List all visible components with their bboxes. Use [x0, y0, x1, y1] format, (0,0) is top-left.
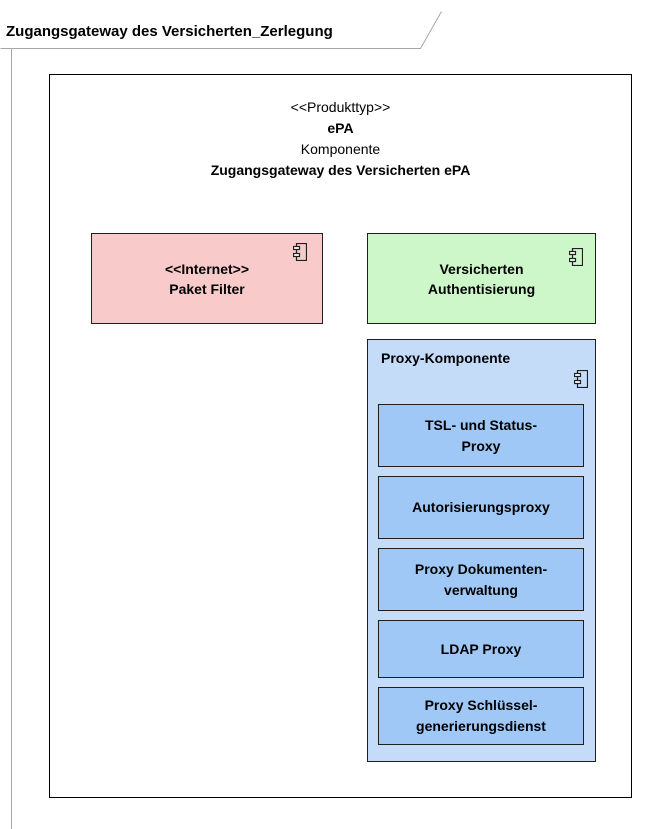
subcomponent-label-line1: TSL- und Status- — [425, 416, 537, 433]
uml-component-icon — [293, 243, 307, 261]
subcomponent-tsl-status-proxy[interactable]: TSL- und Status- Proxy — [378, 404, 584, 467]
subcomponent-label-line2: Proxy — [461, 437, 501, 454]
product-kind: Komponente — [300, 141, 381, 157]
subcomponent-label-line1: Proxy Schlüssel- — [424, 697, 538, 713]
uml-component-icon — [569, 248, 583, 266]
product-name: ePA — [327, 120, 354, 136]
component-versicherten-authentisierung[interactable]: Versicherten Authentisierung — [367, 233, 596, 324]
product-title: Zugangsgateway des Versicherten ePA — [210, 162, 471, 178]
product-stereotype: <<Produkttyp>> — [290, 99, 391, 115]
proxy-komponente-label: Proxy-Komponente — [381, 350, 511, 366]
versicherten-label-line1: Versicherten — [439, 260, 524, 277]
subcomponent-label-line2: generierungsdienst — [416, 718, 546, 734]
frame-title: Zugangsgateway des Versicherten_Zerlegun… — [6, 23, 333, 40]
paket-filter-label: Paket Filter — [169, 280, 245, 297]
subcomponent-label-line2: verwaltung — [444, 581, 518, 598]
subcomponent-label-line1: LDAP Proxy — [440, 640, 522, 657]
versicherten-label-line2: Authentisierung — [427, 280, 536, 297]
subcomponent-ldap-proxy[interactable]: LDAP Proxy — [378, 620, 584, 678]
paket-filter-stereotype: <<Internet>> — [164, 260, 250, 277]
subcomponent-autorisierungsproxy[interactable]: Autorisierungsproxy — [378, 476, 584, 539]
subcomponent-label-line1: Proxy Dokumenten- — [414, 560, 548, 577]
component-paket-filter[interactable]: <<Internet>> Paket Filter — [91, 233, 323, 324]
product-header: <<Produkttyp>> ePA Komponente Zugangsgat… — [50, 97, 631, 181]
subcomponent-proxy-schluesselgenerierungsdienst[interactable]: Proxy Schlüssel- generierungsdienst — [378, 687, 584, 745]
uml-component-icon — [574, 370, 588, 388]
subcomponent-proxy-dokumentenverwaltung[interactable]: Proxy Dokumenten- verwaltung — [378, 548, 584, 611]
subcomponent-label-line1: Autorisierungsproxy — [412, 499, 550, 515]
